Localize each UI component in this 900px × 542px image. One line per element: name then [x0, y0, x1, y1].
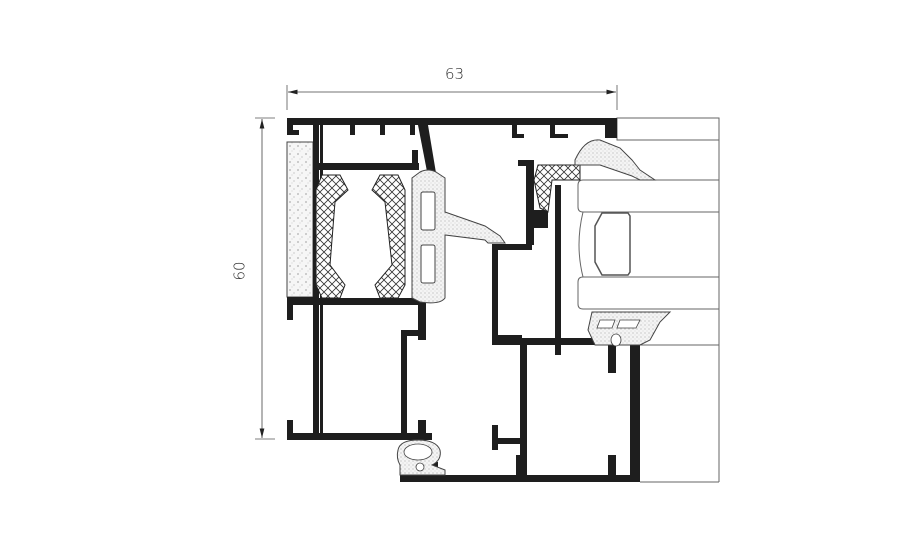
dimension-height-label: 60 — [230, 261, 249, 281]
bottom-weather-seal — [396, 439, 446, 476]
dimension-width — [286, 85, 618, 110]
foam-insulation-panel — [286, 141, 314, 298]
center-gasket — [411, 169, 506, 304]
glass-spacer — [594, 212, 631, 276]
glazing-gasket-top — [574, 139, 657, 181]
glazing-gasket-bottom — [587, 311, 672, 347]
double-glazing-unit — [577, 117, 720, 483]
dimension-height — [255, 117, 275, 440]
dimension-width-label: 63 — [445, 65, 465, 83]
thermal-break-insulation-strips — [315, 164, 581, 299]
